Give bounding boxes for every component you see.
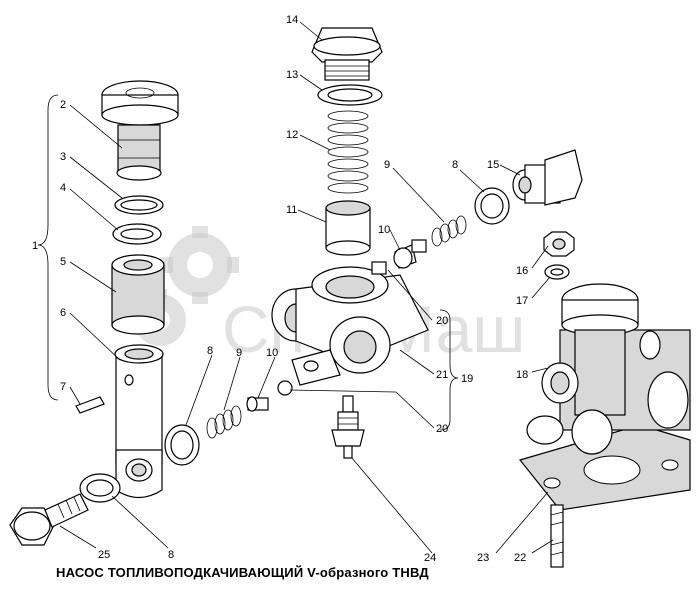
callout-17: 17: [516, 295, 528, 307]
callout-3: 3: [60, 151, 66, 163]
callout-9-lower: 9: [236, 347, 242, 359]
part-12-spring: [327, 110, 369, 194]
callout-18: 18: [516, 369, 528, 381]
callout-22: 22: [514, 552, 526, 564]
callout-15: 15: [487, 159, 499, 171]
callout-9-upper: 9: [384, 159, 390, 171]
part-14-cap-nut: [311, 27, 383, 81]
callout-24: 24: [424, 552, 436, 564]
callout-4: 4: [60, 182, 66, 194]
callout-8-middle: 8: [207, 345, 213, 357]
callout-10-upper: 10: [378, 224, 390, 236]
callout-23: 23: [477, 552, 489, 564]
part-24-bleed-screw: [331, 395, 365, 459]
callout-13: 13: [286, 69, 298, 81]
callout-21: 21: [436, 369, 448, 381]
part-18-pump-assembly: [526, 283, 691, 455]
callout-11: 11: [286, 204, 297, 216]
callout-2: 2: [60, 99, 66, 111]
part-5-cylinder: [111, 254, 165, 335]
callout-10-lower: 10: [266, 347, 278, 359]
part-10-valve-lower: [246, 380, 293, 412]
part-15-fitting: [512, 149, 583, 206]
part-6-pump-body: [114, 344, 164, 499]
group-1-brace: [37, 94, 59, 401]
callout-labels: 1 2 3 4 5 6 7 8 8 8 9 9 10 10 11 12 13 1…: [32, 14, 528, 564]
callout-20-upper: 20: [436, 315, 448, 327]
part-16-nut: [543, 231, 575, 257]
callout-5: 5: [60, 256, 66, 268]
part-7-pin: [75, 396, 105, 414]
callout-8-right: 8: [452, 159, 458, 171]
part-2-hand-pump-knob: [101, 80, 179, 181]
part-9-spring-upper: [431, 215, 467, 247]
group-19-brace: [439, 309, 459, 431]
part-25-banjo-bolt: [9, 493, 89, 546]
callout-16: 16: [516, 265, 528, 277]
part-19-pump-housing: [271, 261, 429, 386]
part-11-piston: [325, 200, 371, 256]
callout-14: 14: [286, 14, 298, 26]
leader-lines: [59, 21, 554, 554]
part-9-spring-lower: [206, 405, 242, 439]
callout-8-lower: 8: [168, 549, 174, 561]
diagram-caption: НАСОС ТОПЛИВОПОДКАЧИВАЮЩИЙ V-образного Т…: [56, 565, 429, 580]
callout-25: 25: [98, 549, 110, 561]
callout-6: 6: [60, 307, 66, 319]
callout-7: 7: [60, 381, 66, 393]
callout-1: 1: [32, 240, 38, 252]
part-23-flange-gasket: [518, 424, 691, 511]
part-22-stud: [550, 504, 564, 568]
callout-20-lower: 20: [436, 423, 448, 435]
callout-12: 12: [286, 129, 298, 141]
part-10-valve-upper: [393, 239, 427, 269]
callout-19: 19: [461, 373, 473, 385]
